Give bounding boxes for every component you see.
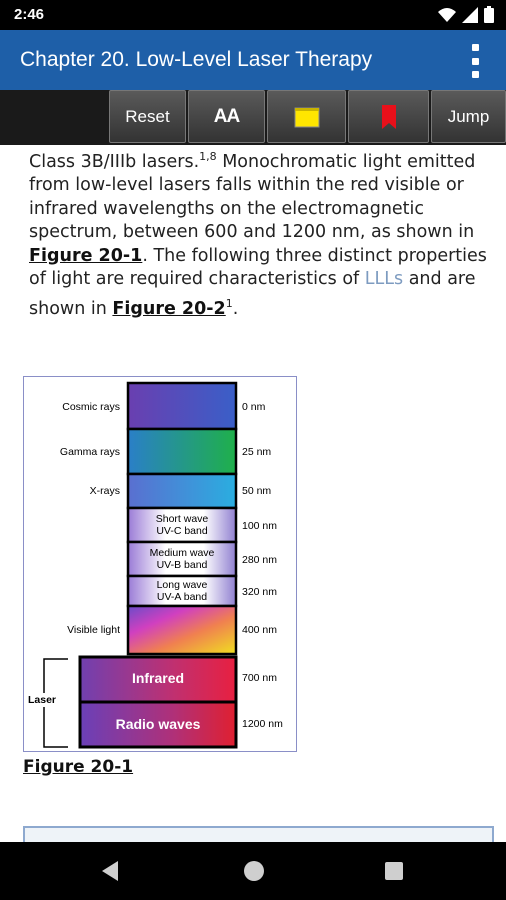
reset-button[interactable]: Reset: [109, 90, 186, 143]
wavelength-label: 100 nm: [242, 520, 277, 532]
band-visible-light: [126, 604, 238, 656]
band-label: Infrared: [132, 670, 184, 686]
app-bar: Chapter 20. Low-Level Laser Therapy: [0, 30, 506, 90]
text-segment: .: [232, 298, 239, 319]
band-label: UV-A band: [157, 591, 207, 603]
figure-20-1-link[interactable]: Figure 20-1: [29, 245, 143, 266]
band-radio-waves: [78, 700, 238, 749]
wavelength-label: 400 nm: [242, 624, 277, 636]
band-label: X-rays: [90, 485, 120, 497]
band-uv-a: [126, 574, 238, 608]
reader-content: Class 3B/IIIb lasers.1,8 Monochromatic l…: [0, 145, 506, 842]
page-title: Chapter 20. Low-Level Laser Therapy: [20, 48, 373, 71]
highlight-button[interactable]: [267, 90, 346, 143]
citation-ref[interactable]: 1: [225, 296, 233, 310]
overflow-menu-icon[interactable]: [470, 44, 480, 78]
band-label: Cosmic rays: [62, 401, 120, 413]
jump-button[interactable]: Jump: [431, 90, 506, 143]
band-x-rays: [126, 472, 238, 510]
figure-caption[interactable]: Figure 20-1: [23, 757, 134, 777]
signal-icon: [462, 6, 478, 23]
status-icons: [438, 6, 494, 23]
wavelength-label: 1200 nm: [242, 718, 283, 730]
highlighter-icon: [294, 107, 319, 127]
band-label: Visible light: [67, 624, 120, 636]
band-label: UV-C band: [156, 525, 208, 537]
wavelength-label: 25 nm: [242, 446, 271, 458]
figure-20-2-link[interactable]: Figure 20-2: [112, 298, 226, 319]
text-segment: and are shown in: [29, 269, 476, 319]
reader-toolbar: Reset AA Jump: [0, 90, 506, 145]
wavelength-label: 0 nm: [242, 401, 266, 413]
battery-icon: [484, 6, 494, 23]
article-paragraph: Class 3B/IIIb lasers.1,8 Monochromatic l…: [29, 145, 489, 321]
recent-apps-icon[interactable]: [385, 862, 403, 880]
band-label: Radio waves: [116, 716, 201, 732]
band-cosmic-rays: [126, 381, 238, 431]
status-bar: 2:46: [0, 0, 506, 30]
bookmark-button[interactable]: [348, 90, 429, 143]
text-segment: Monochromatic light emitted from low-lev…: [29, 151, 476, 243]
band-uv-c: [126, 506, 238, 544]
font-size-button[interactable]: AA: [188, 90, 265, 143]
band-label: Short wave: [156, 513, 209, 525]
back-icon[interactable]: [102, 861, 118, 881]
text-segment: Class 3B/IIIb lasers.: [29, 151, 200, 172]
laser-label: Laser: [28, 694, 56, 706]
text-segment: . The following three distinct propertie…: [29, 245, 487, 290]
band-gamma-rays: [126, 427, 238, 476]
band-label: Medium wave: [150, 547, 215, 559]
status-time: 2:46: [14, 6, 45, 23]
wavelength-label: 50 nm: [242, 485, 271, 497]
wifi-icon: [438, 7, 456, 22]
wavelength-label: 320 nm: [242, 586, 277, 598]
bookmark-icon: [381, 104, 396, 129]
font-size-label: AA: [213, 105, 240, 127]
wavelength-label: 700 nm: [242, 672, 277, 684]
system-nav-bar: [0, 842, 506, 900]
band-label: Long wave: [157, 579, 208, 591]
band-label: UV-B band: [157, 559, 208, 571]
band-label: Gamma rays: [60, 446, 120, 458]
figure-20-1[interactable]: Cosmic rays 0 nm Gamma rays 25 nm X-rays…: [23, 376, 297, 752]
spectrum-diagram: Cosmic rays 0 nm Gamma rays 25 nm X-rays…: [26, 381, 283, 749]
laser-label-bg: [26, 693, 62, 707]
next-figure-box: [23, 826, 494, 842]
lll-abbrev-link[interactable]: LLLs: [364, 269, 404, 290]
citation-ref[interactable]: 1,8: [199, 150, 217, 163]
wavelength-label: 280 nm: [242, 554, 277, 566]
home-icon[interactable]: [244, 861, 264, 881]
